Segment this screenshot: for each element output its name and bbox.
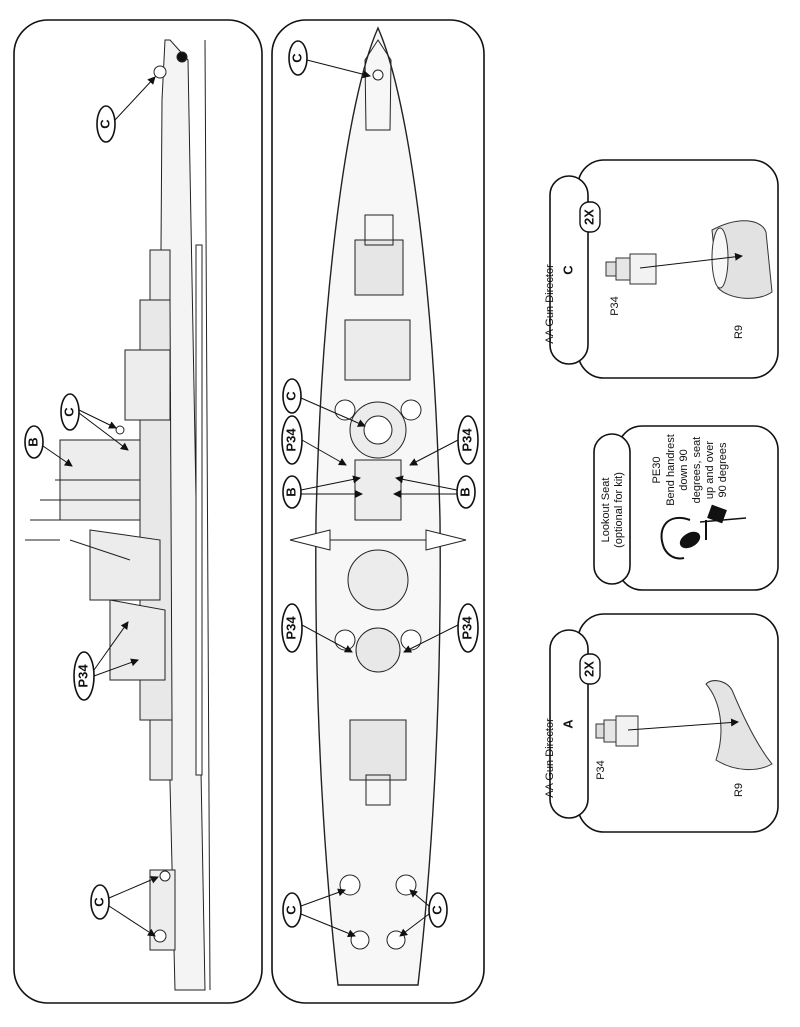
top-callout-b-left: B: [282, 475, 363, 509]
top-callout-c-bottom-left: C: [282, 888, 356, 938]
top-callout-c-top: C: [288, 40, 371, 79]
ship-top-view: [289, 26, 467, 986]
svg-text:degrees, seat: degrees, seat: [691, 437, 703, 504]
panel-lookout-seat: Lookout Seat (optional for kit) PE30 Ben…: [593, 425, 779, 591]
svg-text:C: C: [429, 905, 444, 915]
svg-text:down 90: down 90: [678, 449, 690, 491]
svg-text:P34: P34: [595, 760, 607, 780]
top-callout-p34-right-upper: P34: [409, 415, 479, 466]
svg-text:P34: P34: [283, 428, 298, 452]
svg-text:90 degrees: 90 degrees: [717, 442, 729, 498]
top-callout-p34-left-lower: P34: [281, 603, 353, 653]
svg-text:Lookout Seat: Lookout Seat: [600, 478, 612, 543]
svg-text:R9: R9: [733, 783, 745, 797]
svg-text:2X: 2X: [581, 209, 596, 225]
svg-text:C: C: [97, 119, 112, 129]
side-callout-c-top: C: [96, 76, 156, 143]
side-callout-b: B: [24, 425, 73, 467]
svg-text:P34: P34: [459, 616, 474, 640]
svg-text:C: C: [289, 53, 304, 63]
side-callout-p34: P34: [73, 621, 139, 701]
svg-text:AA Gun Director: AA Gun Director: [544, 718, 556, 798]
top-callout-p34-right-lower: P34: [403, 603, 479, 653]
svg-text:R9: R9: [733, 325, 745, 339]
part-p34-icon: [605, 253, 657, 285]
top-callout-p34-left-upper: P34: [281, 415, 347, 466]
svg-text:C: C: [91, 897, 106, 907]
part-p34-icon: [595, 715, 639, 747]
svg-text:C: C: [61, 407, 76, 417]
panel-a-aa-gun-director: A AA Gun Director 2X P34 R9: [544, 613, 779, 833]
svg-text:Bend handrest: Bend handrest: [665, 434, 677, 506]
svg-text:B: B: [25, 437, 40, 446]
svg-text:AA Gun Director: AA Gun Director: [544, 264, 556, 344]
top-callout-b-right: B: [393, 475, 476, 509]
svg-text:P34: P34: [609, 296, 621, 316]
top-view-frame: [271, 19, 485, 1004]
svg-text:up and over: up and over: [704, 441, 716, 499]
ship-side-profile: [25, 39, 211, 991]
part-r9-strip-icon: [705, 680, 773, 770]
side-view-frame: [13, 19, 263, 1004]
svg-text:C: C: [283, 905, 298, 915]
svg-text:P34: P34: [283, 616, 298, 640]
panel-c-aa-gun-director: C AA Gun Director 2X P34 R9: [544, 159, 779, 379]
top-callout-c-bottom-right: C: [399, 889, 448, 937]
part-r9-ring-icon: [711, 220, 773, 299]
top-callout-c-mid: C: [282, 378, 366, 427]
svg-text:P34: P34: [459, 428, 474, 452]
seat-part-icon: [660, 504, 747, 560]
svg-text:2X: 2X: [581, 661, 596, 677]
svg-text:P34: P34: [75, 664, 90, 688]
side-callout-c-mid: C: [60, 393, 129, 451]
svg-text:PE30: PE30: [651, 457, 663, 484]
svg-text:C: C: [283, 391, 298, 401]
side-callout-c-bottom: C: [90, 876, 159, 937]
svg-text:B: B: [457, 487, 472, 496]
svg-text:(optional for kit): (optional for kit): [613, 472, 625, 548]
svg-text:C: C: [560, 265, 575, 275]
svg-text:A: A: [560, 719, 575, 729]
svg-text:B: B: [283, 487, 298, 496]
